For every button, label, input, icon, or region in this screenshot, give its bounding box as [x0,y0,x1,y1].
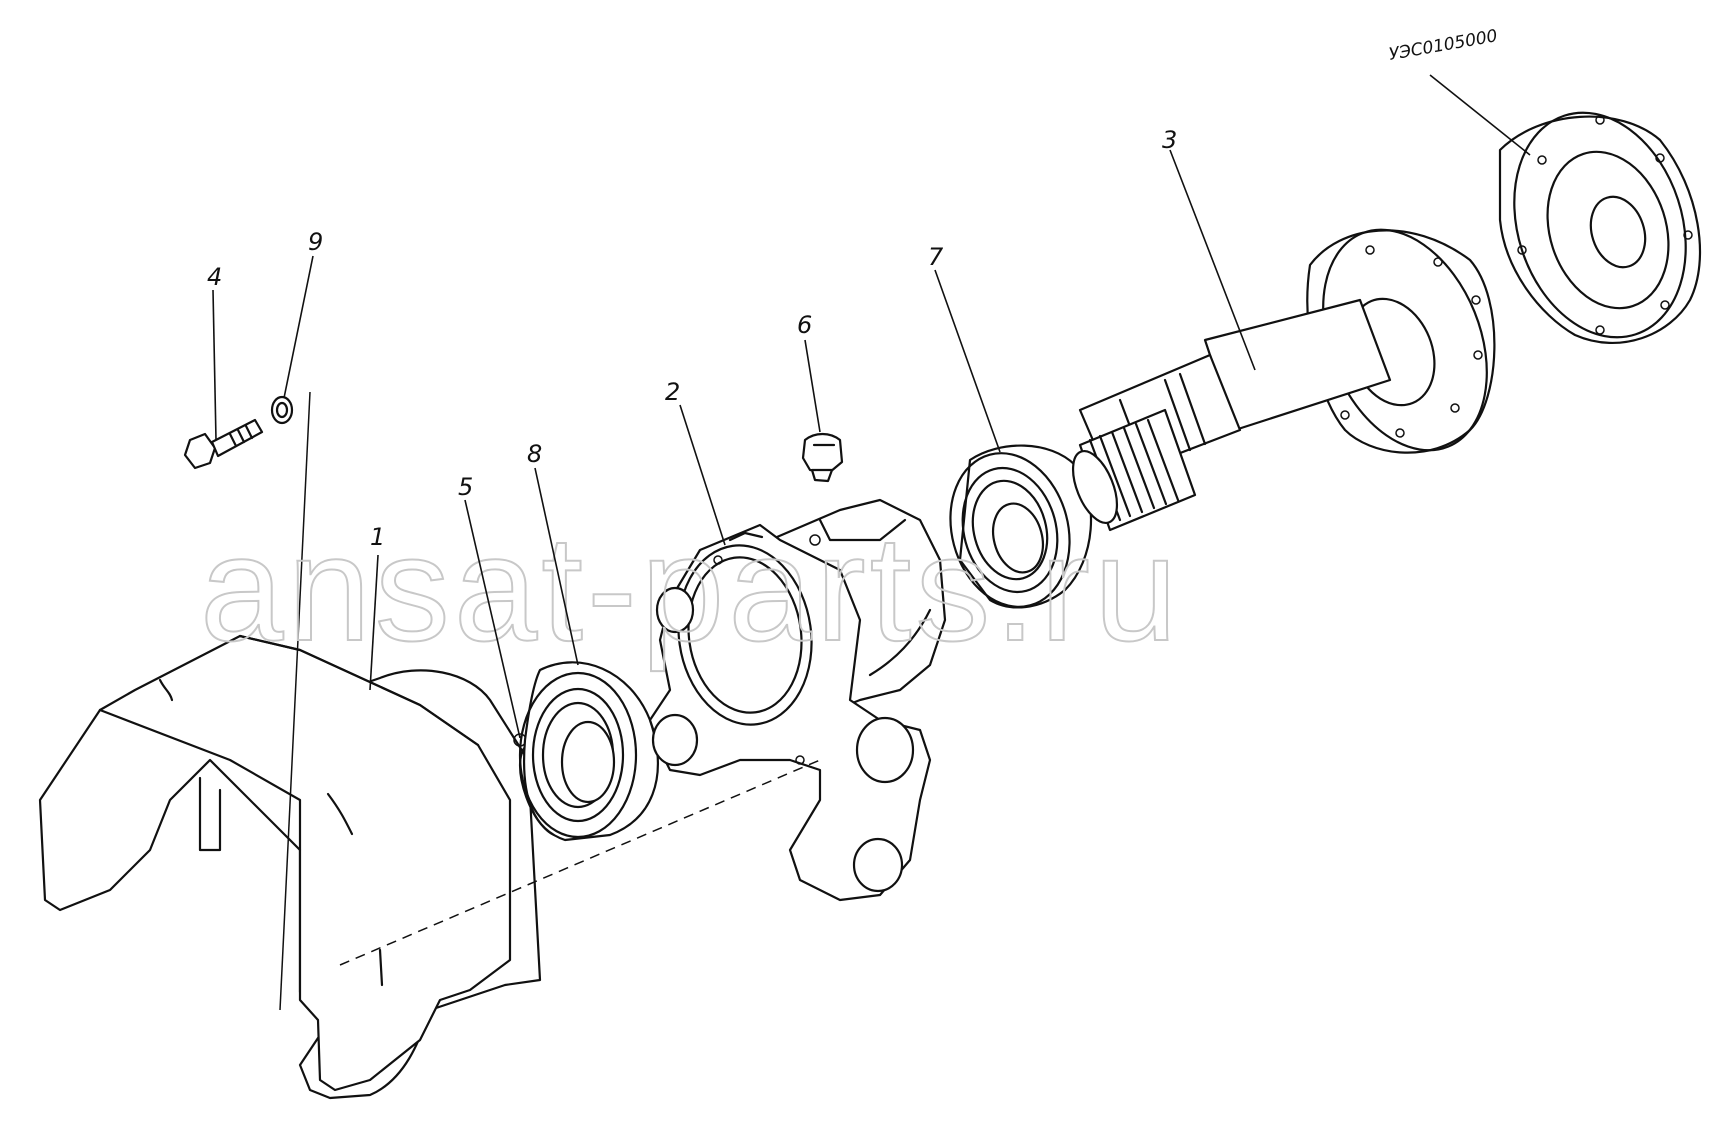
part-8-bearing-front [518,661,659,842]
part-9-washer [270,395,294,425]
leader-9 [283,255,314,399]
subassembly-cover-flange [1498,111,1702,344]
watermark: ansat-parts.ru [200,504,1181,672]
part-7-bearing-rear [949,444,1093,609]
callout-6: 6 [797,311,812,339]
part-2-bearing-housing [648,498,947,902]
leader-5 [464,499,521,739]
callout-2: 2 [665,378,680,406]
leader-8 [534,467,579,666]
leader-code [1429,74,1531,156]
leader-1 [369,554,379,691]
callout-9: 9 [308,228,323,256]
part-3-splined-shaft [1071,228,1496,532]
assembly-axis-dash [339,759,821,966]
callout-8: 8 [527,440,542,468]
callout-4: 4 [207,263,222,291]
leader-3 [1169,149,1256,371]
callout-3: 3 [1162,126,1177,154]
leader-7 [934,269,1001,453]
leader-lines [212,74,1531,739]
leader-6 [804,339,821,433]
callout-1: 1 [370,523,385,551]
assembly-axis-line [279,391,311,1011]
part-6-grease-fitting [801,432,844,483]
callout-5: 5 [458,473,473,501]
leader-2 [679,404,726,546]
drawing-code-label: УЭС0105000 [1387,26,1499,65]
callout-7: 7 [928,243,944,271]
callout-labels: 1 2 3 4 5 6 7 8 9 УЭС0105000 [207,26,1499,551]
leader-4 [212,289,217,441]
part-1-cover [38,634,542,1100]
part-4-bolt [183,418,264,470]
